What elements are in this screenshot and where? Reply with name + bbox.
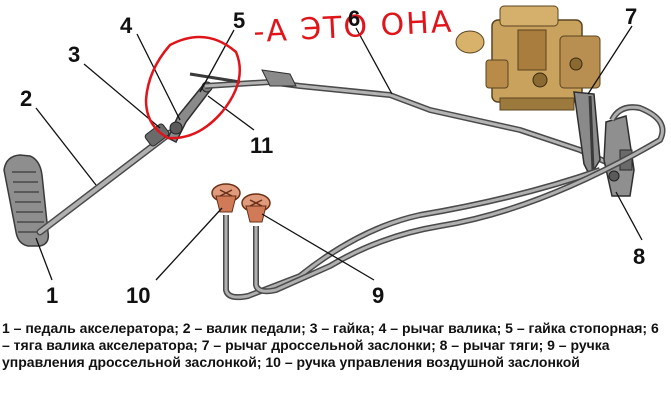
red-annotation: -А ЭТО ОНА: [144, 5, 454, 140]
label-3: 3: [68, 42, 80, 67]
label-4: 4: [120, 13, 133, 38]
label-1: 1: [46, 283, 58, 308]
label-7: 7: [625, 4, 637, 29]
label-5: 5: [233, 8, 245, 33]
label-6: 6: [348, 6, 360, 31]
throttle-valve-lever: [573, 91, 601, 178]
accelerator-rod: [189, 69, 608, 165]
label-9: 9: [372, 283, 384, 308]
legend-caption: 1 – педаль акселератора; 2 – валик педал…: [2, 320, 659, 370]
throttle-control-knob: [241, 193, 271, 223]
label-8: 8: [633, 244, 645, 269]
accelerator-pedal: [3, 154, 50, 247]
leader-lines: [35, 25, 643, 281]
label-2: 2: [20, 86, 32, 111]
carburetor: [455, 5, 601, 111]
label-10: 10: [126, 283, 150, 308]
shaft-lever: [167, 81, 214, 144]
label-11: 11: [250, 133, 273, 158]
accelerator-linkage-diagram: -А ЭТО ОНА 1 2 3 4 5 6 7 8 9 10 11: [3, 4, 666, 308]
choke-control-knob: [211, 183, 241, 213]
control-cables: [223, 104, 666, 301]
rod-lever: [603, 115, 635, 197]
pedal-shaft: [36, 123, 174, 236]
